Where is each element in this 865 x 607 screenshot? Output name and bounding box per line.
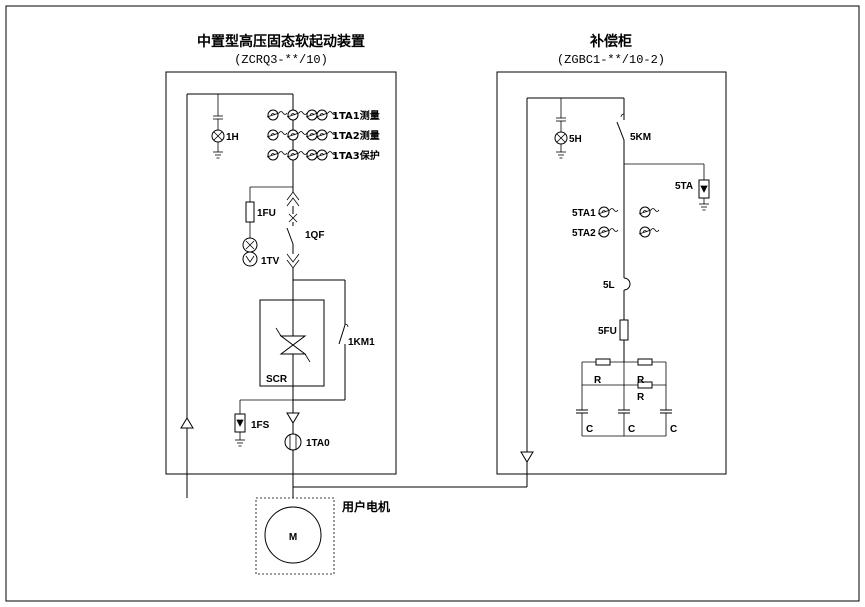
- resistor-lower: [637, 381, 653, 389]
- arrester-1fs: 1FS: [234, 399, 293, 447]
- right-cabinet-outline: [496, 71, 727, 475]
- label-r1: R: [594, 375, 602, 386]
- upper-plug-contact: [286, 191, 300, 207]
- lamp-5h-icon: [554, 131, 568, 145]
- fuse-5fu: 5FU: [598, 319, 629, 362]
- left-cabinet-outline: [165, 71, 397, 475]
- resistor-top-left: [595, 358, 611, 366]
- label-5km: 5KM: [630, 132, 651, 143]
- lower-plug-contact: [286, 253, 300, 269]
- contactor-5km: 5KM: [616, 98, 651, 278]
- label-c3: C: [670, 424, 677, 435]
- fuse-1fu: [245, 201, 255, 223]
- label-scr: SCR: [266, 374, 288, 385]
- left-cabinet-model: (ZCRQ3-**/10): [234, 53, 328, 67]
- breaker-1qf: 1QF: [286, 206, 324, 250]
- label-r2: R: [637, 375, 645, 386]
- ct-5ta1: 5TA1: [572, 206, 660, 219]
- resistor-top-right: [637, 358, 653, 366]
- motor: M 用户电机: [255, 497, 390, 575]
- label-1ta1: 1TA1测量: [332, 109, 380, 122]
- label-1ta3: 1TA3保护: [332, 149, 380, 162]
- label-c1: C: [586, 424, 593, 435]
- drawing-frame: [5, 5, 860, 602]
- lamp-5h: 5H: [554, 98, 582, 159]
- label-1ta2: 1TA2测量: [332, 129, 380, 142]
- right-cabinet-model: (ZGBC1-**/10-2): [557, 53, 665, 67]
- label-5ta1: 5TA1: [572, 208, 596, 219]
- incoming-cable-head: [180, 417, 194, 429]
- label-1qf: 1QF: [305, 230, 324, 241]
- capacitor-bank: R R R C C C: [575, 358, 677, 437]
- label-1ta0: 1TA0: [306, 438, 330, 449]
- label-5fu: 5FU: [598, 326, 617, 337]
- label-c2: C: [628, 424, 635, 435]
- ct-row-1ta1: 1TA1测量: [266, 109, 380, 122]
- vt-branch: 1FU 1TV: [242, 186, 293, 267]
- left-cabinet: 中置型高压固态软起动装置 (ZCRQ3-**/10) 1H 1TA1测量: [165, 33, 397, 498]
- label-1tv: 1TV: [261, 256, 280, 267]
- motor-dashed-box: [255, 497, 335, 575]
- ct-1ta0: 1TA0: [284, 433, 330, 451]
- label-1km1: 1KM1: [348, 337, 375, 348]
- lamp-1h: 1H: [211, 94, 239, 159]
- right-cable-head: [520, 451, 534, 463]
- scr-box: [259, 299, 325, 387]
- bypass-1km1: 1KM1: [293, 280, 375, 401]
- motor-label: 用户电机: [341, 499, 390, 514]
- label-5l: 5L: [603, 280, 615, 291]
- label-1fs: 1FS: [251, 420, 270, 431]
- ct-row-1ta2: 1TA2测量: [266, 129, 380, 142]
- label-r3: R: [637, 392, 645, 403]
- label-5h: 5H: [569, 134, 582, 145]
- outgoing-cable-head: [286, 412, 300, 424]
- label-1fu: 1FU: [257, 208, 276, 219]
- ground-icon: [212, 151, 224, 159]
- label-1h: 1H: [226, 132, 239, 143]
- arrester-5ta: 5TA: [624, 163, 710, 211]
- right-cabinet: 补偿柜 (ZGBC1-**/10-2) 5H 5KM: [496, 33, 727, 487]
- reactor-5l: 5L: [603, 277, 631, 320]
- left-cabinet-title: 中置型高压固态软起动装置: [197, 33, 365, 50]
- label-5ta2: 5TA2: [572, 228, 596, 239]
- vt-1tv-lower: [242, 251, 258, 267]
- label-5ta: 5TA: [675, 181, 693, 192]
- ct-5ta2: 5TA2: [572, 226, 660, 239]
- ct-row-1ta3: 1TA3保护: [266, 149, 380, 162]
- scr-unit: SCR: [259, 299, 325, 387]
- right-cabinet-title: 补偿柜: [589, 33, 632, 50]
- motor-circle: [264, 506, 322, 564]
- lamp-icon: [211, 129, 225, 143]
- motor-symbol: M: [289, 532, 297, 543]
